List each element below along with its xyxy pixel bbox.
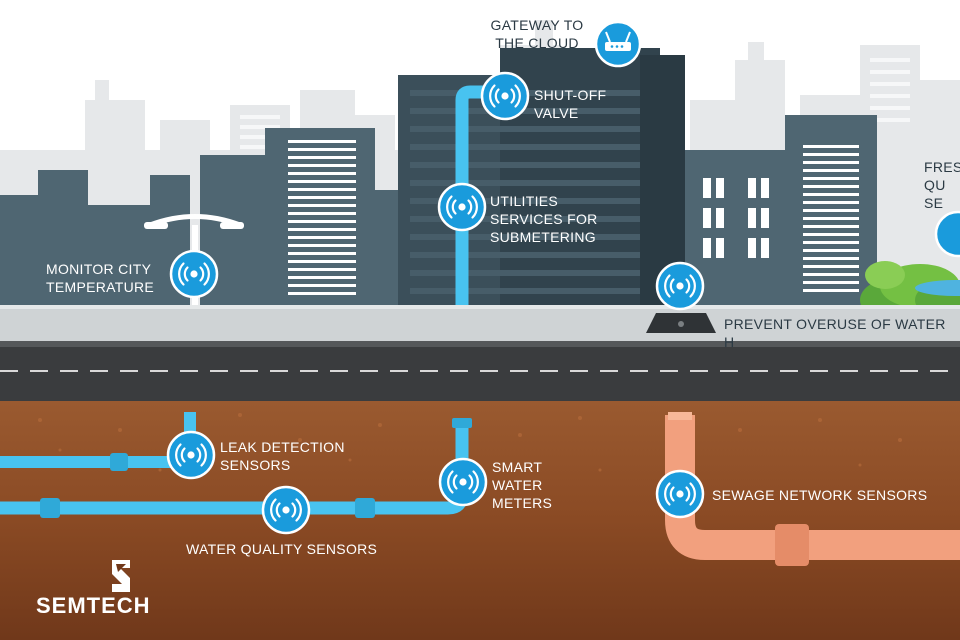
shutoff-valve-sensor-icon [480,71,530,121]
sewage-network-label: SEWAGE NETWORK SENSORS [712,487,928,503]
prevent-overuse-label: PREVENT OVERUSE OF WATER H [724,316,946,350]
smart-meter-sensor-icon [438,457,488,507]
water-overuse-sensor-icon [655,261,705,311]
pond [915,280,960,296]
sidewalk [0,305,960,341]
temperature-sensor-icon [169,249,219,299]
water-quality-label: WATER QUALITY SENSORS [186,541,378,557]
router-icon [594,20,642,68]
underground-soil [0,401,960,640]
sewage-pipe [665,412,960,566]
semtech-logo: SEMTECH [36,593,151,618]
soil-texture [38,413,902,472]
semtech-logo-mark [112,560,130,592]
fresh-water-label: FRES QU SE [924,159,960,211]
sewage-sensor-icon [655,469,705,519]
mid-buildings [0,115,877,310]
leak-detection-label: LEAK DETECTION SENSORS [220,439,345,473]
smart-water-meters-label: SMART WATER METERS [492,459,553,511]
fresh-water-sensor-icon [934,210,960,258]
shutoff-valve-label: SHUT-OFF VALVE [534,87,607,121]
building-square-windows [703,178,769,258]
far-skyline-windows [240,58,910,149]
submetering-sensor-icon [437,182,487,232]
building-water-pipe [455,85,500,305]
building-window-stripes [288,140,859,295]
leak-detection-sensor-icon [166,430,216,480]
water-quality-sensor-icon [261,485,311,535]
monitor-temperature-label: MONITOR CITY TEMPERATURE [46,261,155,295]
gateway-label: GATEWAY TO THE CLOUD [490,17,584,51]
utilities-submetering-label: UTILITIES SERVICES FOR SUBMETERING [490,193,598,245]
